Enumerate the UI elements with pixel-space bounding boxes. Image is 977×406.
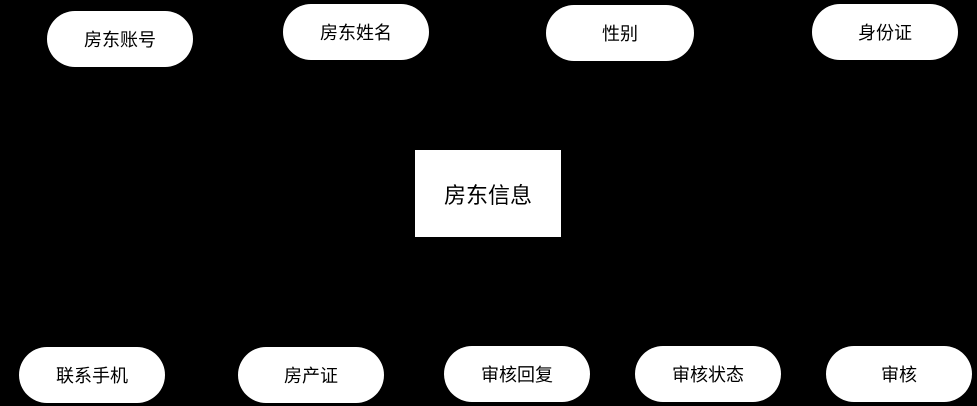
attribute-id-card: 身份证 bbox=[812, 4, 958, 60]
attribute-gender: 性别 bbox=[546, 5, 694, 61]
attribute-label: 房东姓名 bbox=[320, 23, 392, 44]
attribute-label: 身份证 bbox=[858, 23, 912, 44]
entity-landlord-info: 房东信息 bbox=[415, 150, 561, 237]
attribute-label: 性别 bbox=[602, 24, 638, 45]
attribute-label: 审核 bbox=[881, 365, 917, 386]
attribute-contact-phone: 联系手机 bbox=[19, 347, 165, 403]
attribute-review: 审核 bbox=[826, 346, 972, 402]
attribute-review-reply: 审核回复 bbox=[444, 346, 590, 402]
attribute-label: 房产证 bbox=[284, 366, 338, 387]
attribute-landlord-account: 房东账号 bbox=[47, 11, 193, 67]
attribute-review-status: 审核状态 bbox=[635, 346, 781, 402]
attribute-label: 联系手机 bbox=[56, 366, 128, 387]
attribute-property-certificate: 房产证 bbox=[238, 347, 384, 403]
entity-label: 房东信息 bbox=[443, 183, 532, 209]
attribute-label: 审核状态 bbox=[672, 365, 744, 386]
attribute-landlord-name: 房东姓名 bbox=[283, 4, 429, 60]
attribute-label: 房东账号 bbox=[84, 30, 156, 51]
attribute-label: 审核回复 bbox=[481, 365, 553, 386]
